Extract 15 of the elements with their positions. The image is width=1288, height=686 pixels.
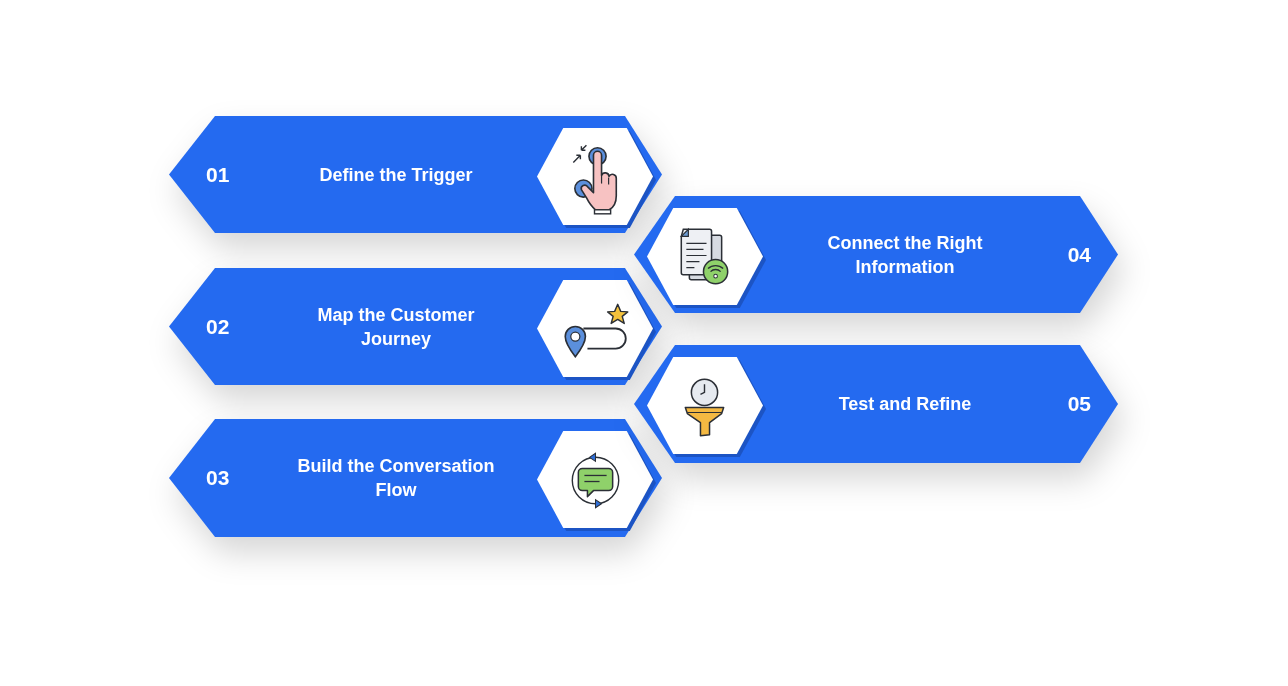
- step-banner: [634, 196, 1118, 313]
- step-number: 03: [206, 466, 230, 490]
- step-title: Connect the Right Information: [826, 231, 984, 279]
- step-banner: [634, 345, 1118, 463]
- step-title: Map the Customer Journey: [316, 303, 476, 351]
- step-title: Build the Conversation Flow: [296, 455, 496, 502]
- step-banner: [169, 116, 662, 233]
- step-number: 05: [1067, 392, 1091, 416]
- step-title: Test and Refine: [838, 393, 972, 416]
- step-banner: [169, 419, 662, 537]
- step-title: Define the Trigger: [319, 163, 473, 187]
- step-number: 02: [206, 314, 230, 339]
- step-number: 04: [1067, 242, 1091, 267]
- step-number: 01: [206, 162, 230, 187]
- step-banner: [169, 268, 662, 385]
